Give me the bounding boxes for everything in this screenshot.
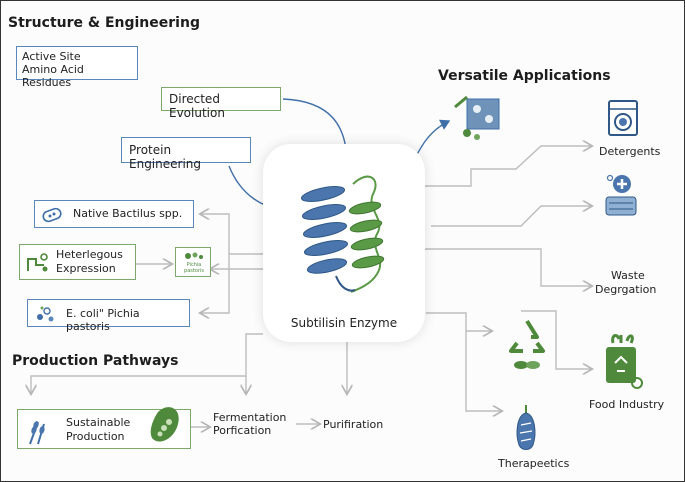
sustainable-label-1: Sustainable	[66, 416, 131, 429]
ecoli-box: E. coli" Pichia pastoris	[27, 299, 190, 333]
native-bacillus-label: Native Bactilus spp.	[73, 207, 183, 220]
fermentation-label-2: Porfication	[213, 424, 272, 437]
waste-label: Waste	[611, 269, 645, 282]
washing-machine-icon	[608, 100, 638, 136]
line-right-recycle	[426, 312, 491, 331]
fermentation-label-1: Fermentation	[213, 411, 287, 424]
heading-production: Production Pathways	[12, 353, 179, 369]
food-industry-label: Food Industry	[589, 398, 665, 411]
pichia-badge: Pichia pastoris	[175, 247, 211, 277]
subtilisin-enzyme-node: Subtilisin Enzyme	[263, 144, 425, 342]
food-basket-icon	[606, 334, 643, 389]
line-right-therapeutics	[465, 331, 501, 411]
waste-label-2: Degrgation	[595, 283, 657, 296]
line-right-waste	[425, 248, 591, 286]
fermentation-label: Fermentation Porfication	[213, 411, 286, 437]
waste-label-1: Waste	[611, 269, 645, 282]
cells-icon	[37, 306, 54, 322]
heterologous-label-1: Heterlegous	[56, 248, 123, 261]
recycle-icon	[509, 319, 545, 369]
purification-label: Purifiration	[323, 418, 384, 431]
bacterium-icon	[42, 207, 62, 223]
heterologous-label-2: Expression	[56, 262, 116, 275]
active-site-label: Active Site	[22, 50, 81, 63]
towels-icon	[605, 174, 637, 216]
line-right-food	[521, 310, 591, 369]
line-right-trunk	[425, 146, 591, 187]
sustainable-production-box: Sustainable Production	[17, 407, 191, 449]
directed-evolution-box: Directed Evolution	[161, 87, 281, 120]
arrow-to-native	[201, 214, 230, 254]
yeast-icon	[185, 252, 203, 259]
protein-structure-icon	[300, 175, 385, 293]
pichia-badge-label: Pichia pastoris	[184, 262, 204, 274]
arrow-to-ecoli	[201, 254, 230, 313]
ecoli-label: E. coli" Pichia pastoris	[66, 307, 140, 333]
detergents-label: Detergents	[599, 145, 661, 158]
therapeutics-icon	[516, 405, 536, 450]
native-bacillus-box: Native Bactilus spp.	[34, 200, 194, 228]
heading-structure: Structure & Engineering	[8, 15, 200, 31]
heading-applications: Versatile Applications	[438, 68, 611, 84]
line-right-mid	[431, 206, 591, 227]
heterologous-box: Heterlegous Expression	[19, 244, 136, 280]
sustainable-label-2: Production	[66, 430, 125, 443]
amino-acid-label: Amino Acid Residues	[22, 63, 84, 89]
pea-pod-icon	[150, 407, 179, 442]
plasmid-icon	[27, 253, 48, 272]
subtilisin-label: Subtilisin Enzyme	[290, 316, 398, 330]
protein-engineering-box: Protein Engineering	[121, 137, 251, 171]
active-site-box: Active Site Amino Acid Residues	[16, 46, 138, 89]
wheat-icon	[29, 421, 45, 445]
therapeutics-label: Therapeetics	[498, 457, 570, 470]
lab-collage-icon	[454, 95, 500, 140]
